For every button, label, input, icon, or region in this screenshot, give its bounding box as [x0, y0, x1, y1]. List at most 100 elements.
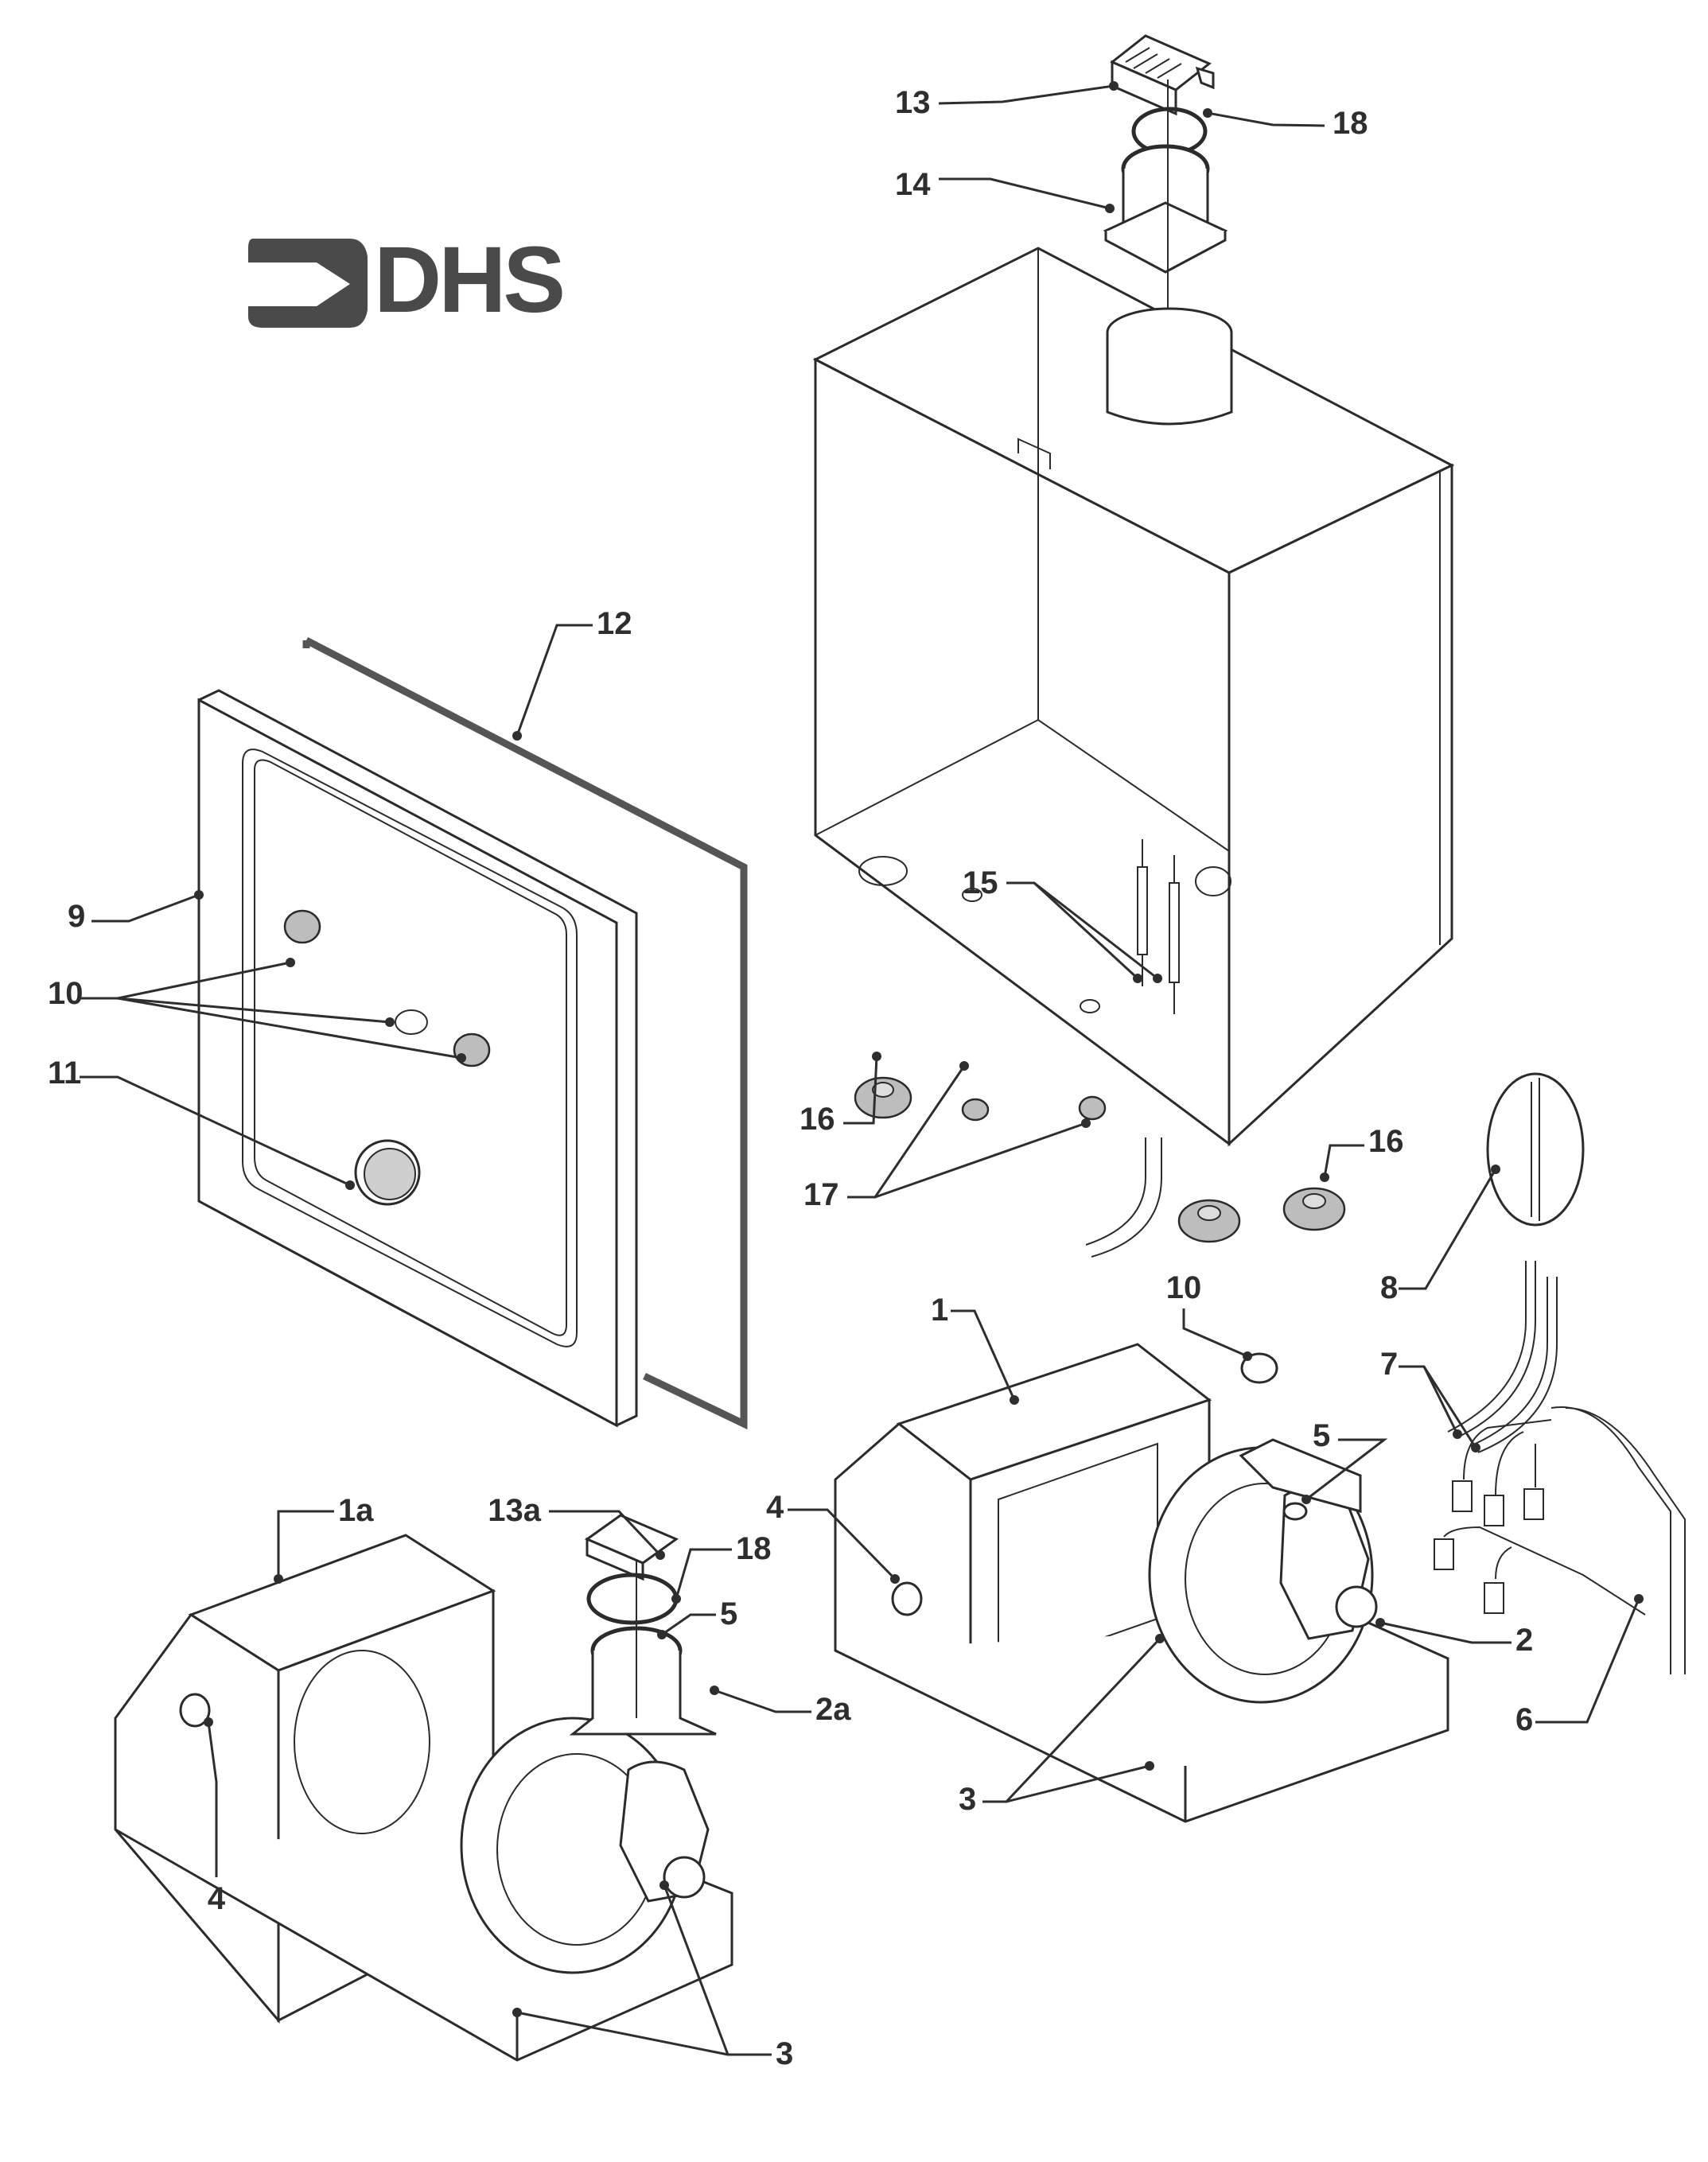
callout-label: 15 [963, 865, 998, 900]
drain-tube [1085, 1137, 1162, 1258]
leader-line [277, 1510, 334, 1579]
callout-label: 2a [815, 1692, 851, 1727]
flue-adaptor [1103, 144, 1228, 274]
leader-line [1399, 1168, 1497, 1290]
leader-line [1379, 1621, 1512, 1644]
callout-sensing-nozzle: 5 [1301, 1418, 1388, 1504]
leader-line [516, 624, 593, 737]
callout-screws: 3 [959, 1634, 1165, 1817]
sight-glass [354, 1139, 421, 1206]
callout-label: 3 [959, 1782, 976, 1817]
leader-line [1182, 1308, 1248, 1358]
leader-dot [1471, 1443, 1480, 1452]
sensing-tubes [1447, 1261, 1558, 1453]
leader-line [207, 1721, 218, 1877]
leader-dot [1453, 1429, 1462, 1439]
leader-dot [1320, 1172, 1329, 1182]
callout-label: 4 [208, 1881, 226, 1916]
leader-dot [1109, 81, 1119, 91]
callout-label: 12 [597, 606, 632, 641]
callout-label: 6 [1515, 1702, 1533, 1737]
leader-line [80, 1075, 351, 1187]
callout-label: 4 [766, 1490, 784, 1525]
callout-clip: 10 [1166, 1270, 1252, 1361]
callout-label: 10 [48, 976, 84, 1011]
grommet-bottom-2 [1282, 1187, 1346, 1231]
leader-dot [890, 1574, 900, 1584]
callout-label: 1a [338, 1493, 374, 1528]
leader-line [1006, 1764, 1150, 1803]
callout-electrode: 15 [963, 865, 1162, 983]
leader-line [1033, 881, 1158, 980]
wiring-harness [1434, 1406, 1686, 1674]
leader-line [661, 1613, 716, 1636]
callout-fan: 2 [1375, 1618, 1533, 1658]
callout-label: 13 [895, 85, 931, 120]
leader-dot [1301, 1495, 1311, 1504]
leader-dot [1081, 1118, 1091, 1128]
callout-label: 10 [1166, 1270, 1202, 1305]
callout-label: 1 [931, 1293, 948, 1328]
leader-dot [1634, 1594, 1644, 1604]
callout-label: 2 [1515, 1623, 1533, 1658]
callout-fan-alt: 2a [710, 1686, 851, 1727]
pressure-switch [1486, 1072, 1585, 1227]
callout-sensing-nozzle: 5 [657, 1596, 737, 1639]
leader-line [117, 997, 391, 1024]
front-panel [197, 689, 638, 1428]
leader-dot [286, 958, 295, 967]
callout-sensing-tubes: 7 [1380, 1347, 1480, 1452]
leader-dot [1203, 108, 1212, 118]
electrodes [1137, 839, 1180, 1014]
callout-grommet: 16 [1320, 1124, 1404, 1182]
leader-dot [1155, 1634, 1165, 1643]
leader-line [91, 893, 200, 923]
leader-dot [1145, 1761, 1154, 1771]
leader-dot [1133, 974, 1142, 983]
callout-pressure-switch: 8 [1380, 1165, 1500, 1305]
o-ring-lower [586, 1573, 679, 1625]
callout-fan-housing-alt: 1a [274, 1493, 374, 1584]
callout-label: 5 [720, 1596, 737, 1631]
leader-dot [656, 1550, 665, 1560]
callout-fan-housing: 1 [931, 1293, 1019, 1405]
leader-dot [1105, 204, 1115, 213]
leader-line [939, 177, 1111, 210]
leader-dot [457, 1053, 466, 1063]
callout-label: 18 [1333, 106, 1368, 141]
leader-line [1399, 1365, 1459, 1435]
fan-housing [834, 1343, 1449, 1823]
callout-label: 18 [736, 1531, 772, 1566]
leader-line [874, 1122, 1087, 1199]
small-grommet-2 [1078, 1095, 1107, 1121]
leader-dot [671, 1594, 681, 1604]
callout-label: 14 [895, 167, 931, 202]
leader-dot [512, 731, 522, 741]
case-seal [302, 637, 748, 1430]
callout-label: 11 [48, 1056, 81, 1091]
terminal-guard [1110, 34, 1215, 116]
leader-line [1305, 1438, 1388, 1501]
fan-housing-alt [114, 1534, 733, 2062]
callout-label: 17 [803, 1177, 839, 1212]
leader-dot [659, 1880, 669, 1890]
callout-case-seal: 12 [512, 606, 632, 741]
flue-outlet-alt [569, 1626, 717, 1736]
leader-dot [1491, 1165, 1500, 1174]
callout-plug: 4 [204, 1717, 226, 1916]
leader-line [938, 84, 1115, 105]
leader-line [549, 1510, 662, 1557]
callout-plug: 4 [766, 1490, 900, 1584]
callout-label: 16 [800, 1102, 835, 1137]
callout-terminal-guard: 13 [895, 81, 1119, 120]
leader-line [1422, 1366, 1477, 1448]
callout-label: 9 [68, 899, 85, 934]
callout-o-ring: 18 [671, 1531, 772, 1604]
plug-right [891, 1581, 923, 1616]
leader-line [117, 997, 462, 1060]
brand-logo-text: DHS [374, 227, 562, 332]
leader-dot [872, 1052, 881, 1061]
leader-dot [345, 1180, 355, 1190]
